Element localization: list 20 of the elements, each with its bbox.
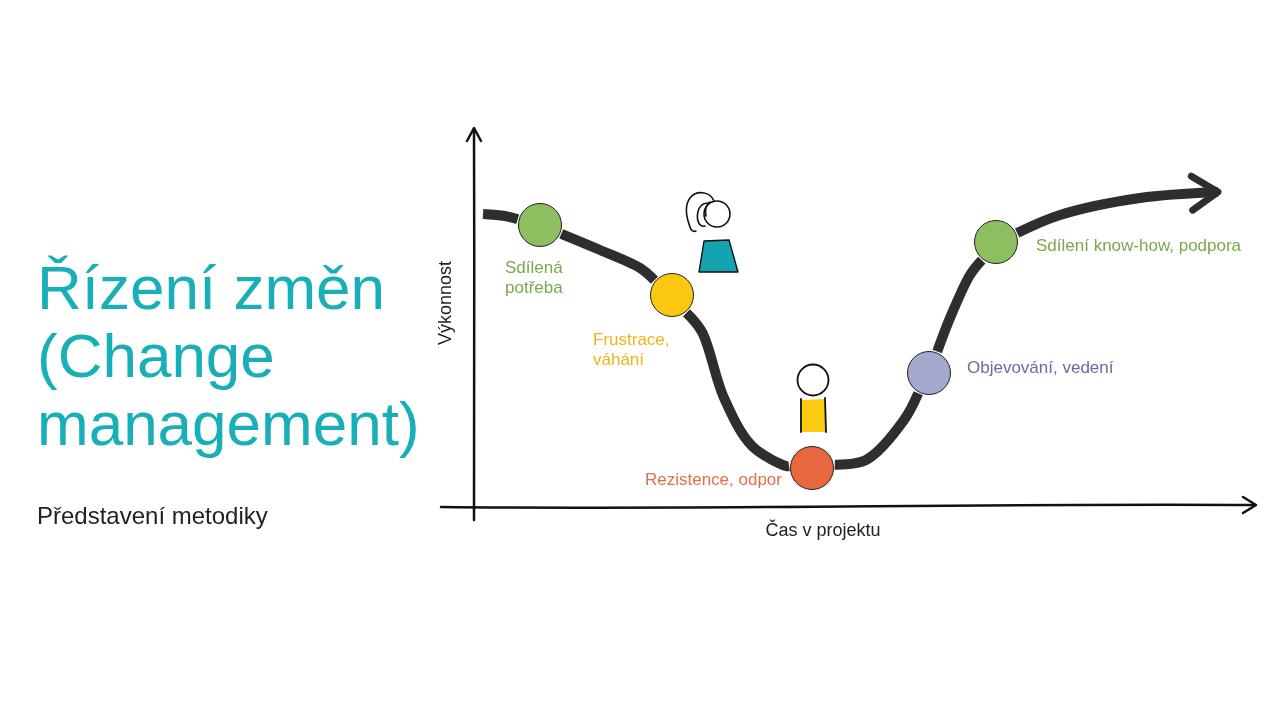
stage-circle	[650, 273, 694, 317]
curve-arrow	[1015, 172, 1222, 238]
stage-circle	[974, 220, 1018, 264]
stage-circle	[518, 203, 562, 247]
curve-line	[682, 309, 791, 472]
stage-label: Sdílená potřeba	[505, 258, 564, 298]
stage-circle	[907, 351, 951, 395]
title: Řízení změn (Change management)	[37, 254, 421, 458]
subtitle: Představení metodiky	[37, 502, 268, 530]
stage-label: Frustrace, váhání	[593, 330, 671, 370]
axis-label: Čas v projektu	[765, 519, 881, 541]
stage-circle	[790, 446, 834, 490]
stage-label: Rezistence, odpor	[644, 470, 782, 490]
curve-line	[482, 209, 520, 225]
axis-label: Výkonnost	[434, 260, 456, 346]
curve-line	[559, 229, 658, 284]
curve-line	[834, 391, 923, 470]
stage-label: Sdílení know-how, podpora	[1036, 236, 1242, 256]
curve-line	[932, 256, 986, 354]
stage-label: Objevování, vedení	[967, 358, 1114, 378]
